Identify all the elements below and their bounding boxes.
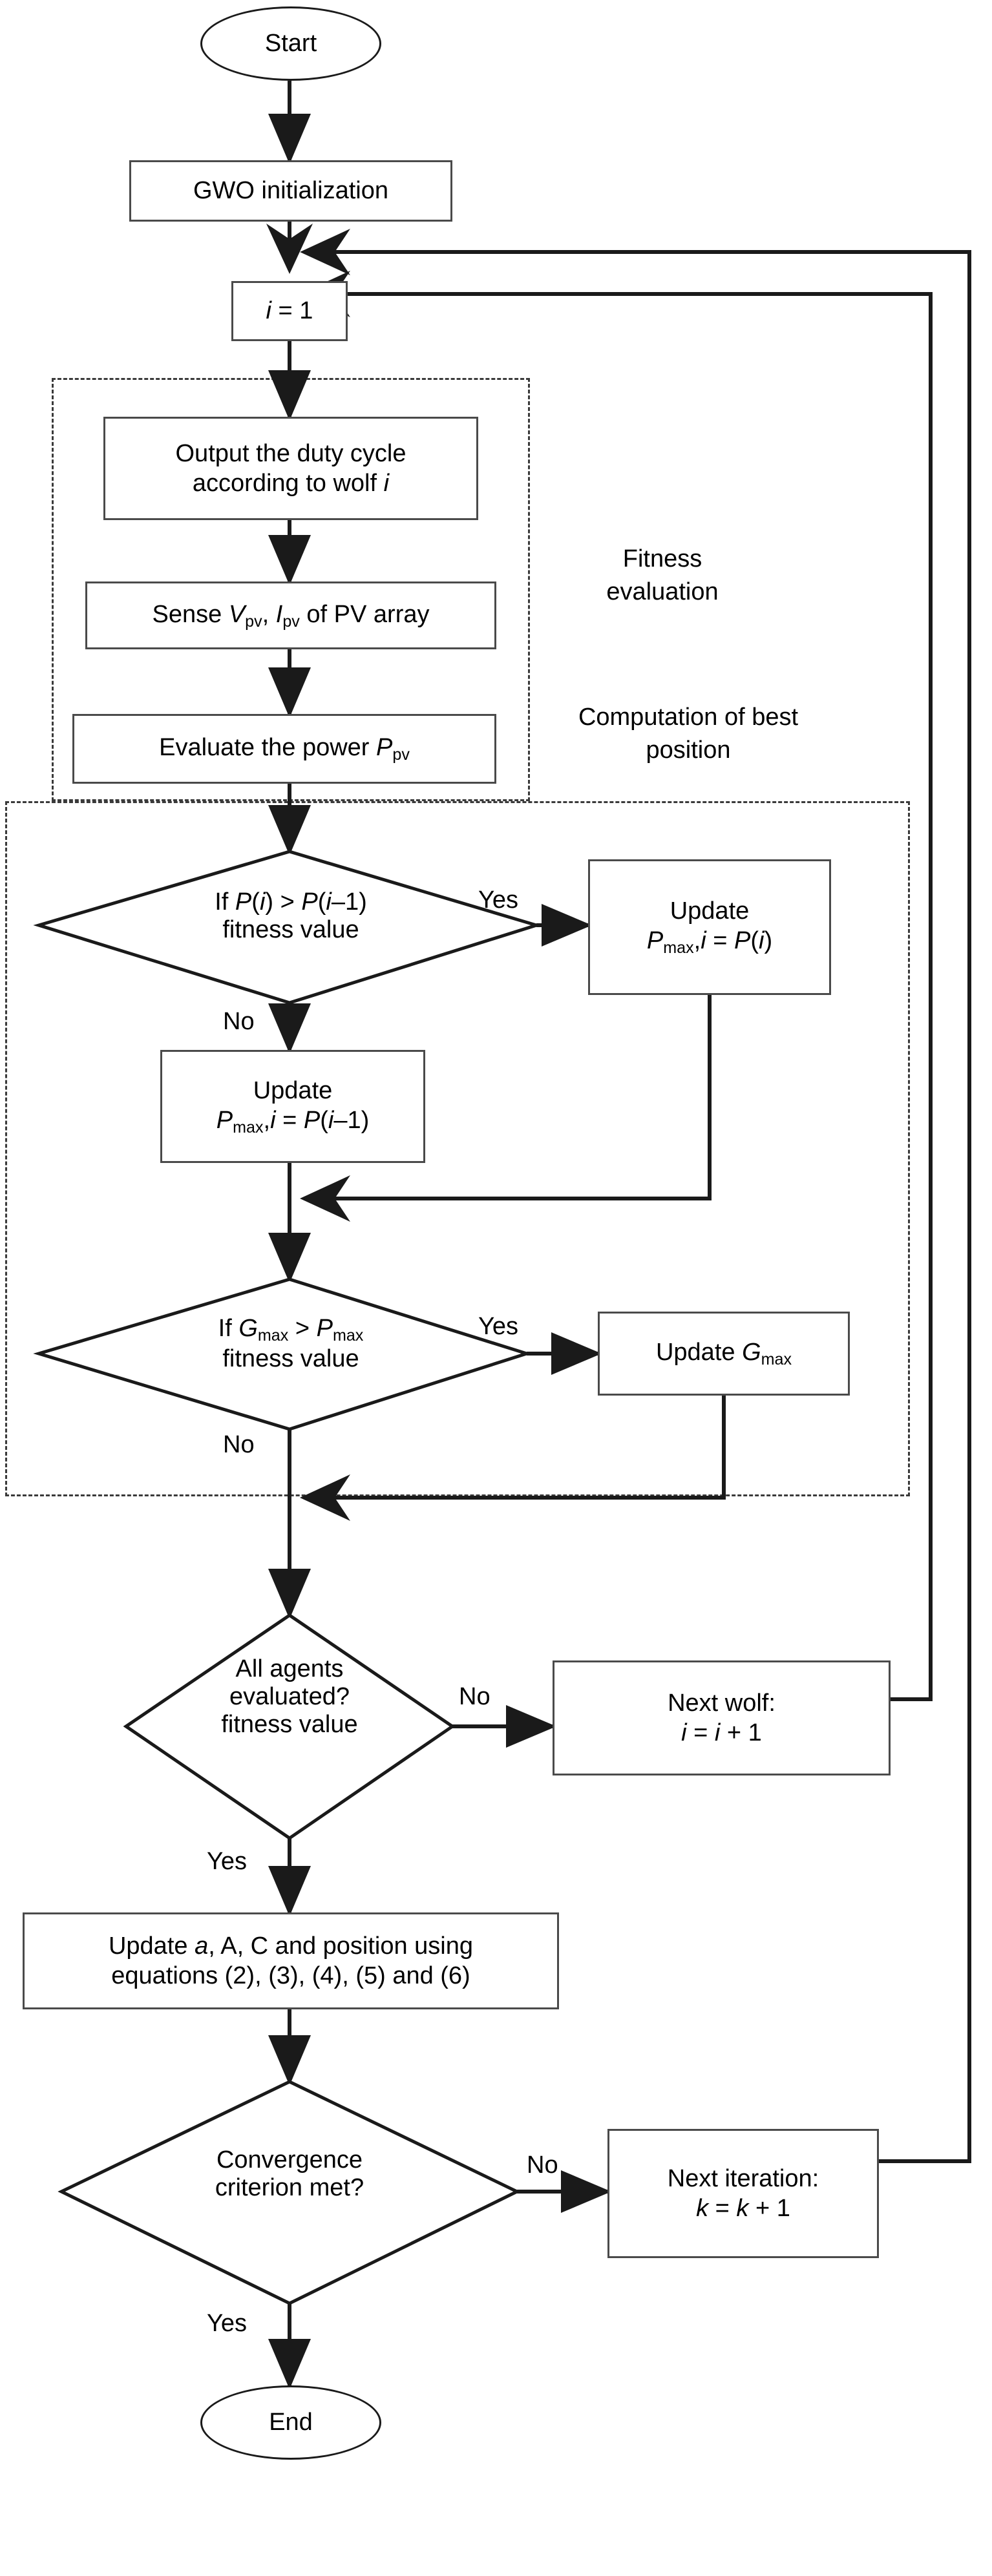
node-evaluate-power[interactable]: Evaluate the power Ppv bbox=[72, 714, 496, 784]
edge-label-yes-agents: Yes bbox=[207, 1848, 247, 1875]
node-i-init-label: i = 1 bbox=[266, 297, 313, 325]
diamond-if-p-label: If P(i) > P(i–1)fitness value bbox=[215, 888, 367, 943]
group-label-fitness-evaluation: Fitness evaluation bbox=[606, 545, 719, 606]
node-evaluate-power-label: Evaluate the power Ppv bbox=[159, 734, 410, 764]
edge-label-no-g: No bbox=[223, 1431, 255, 1458]
node-next-wolf[interactable]: Next wolf:i = i + 1 bbox=[553, 1660, 891, 1775]
node-gwo-initialization-label: GWO initialization bbox=[193, 177, 388, 205]
edge-label-yes-conv: Yes bbox=[207, 2310, 247, 2337]
node-sense-voltage-current-label: Sense Vpv, Ipv of PV array bbox=[152, 600, 430, 631]
node-update-gmax[interactable]: Update Gmax bbox=[598, 1312, 850, 1396]
node-i-init[interactable]: i = 1 bbox=[231, 281, 348, 341]
node-end[interactable]: End bbox=[200, 2385, 381, 2460]
node-start[interactable]: Start bbox=[200, 6, 381, 81]
edge-label-yes-g: Yes bbox=[478, 1313, 518, 1340]
node-update-gmax-label: Update Gmax bbox=[655, 1339, 792, 1369]
edge-label-no-p: No bbox=[223, 1008, 255, 1035]
node-next-wolf-label: Next wolf:i = i + 1 bbox=[668, 1689, 776, 1746]
group-label-computation-best-position: Computation of best position bbox=[578, 704, 799, 764]
node-next-iteration[interactable]: Next iteration:k = k + 1 bbox=[607, 2129, 879, 2258]
edge-label-no-conv: No bbox=[527, 2152, 558, 2179]
node-gwo-initialization[interactable]: GWO initialization bbox=[129, 160, 452, 222]
node-sense-voltage-current[interactable]: Sense Vpv, Ipv of PV array bbox=[85, 581, 496, 649]
node-end-label: End bbox=[269, 2409, 313, 2436]
edge-label-no-agents: No bbox=[459, 1683, 491, 1710]
node-next-iteration-label: Next iteration:k = k + 1 bbox=[667, 2164, 819, 2222]
node-start-label: Start bbox=[264, 30, 317, 58]
edge-label-yes-p: Yes bbox=[478, 886, 518, 914]
